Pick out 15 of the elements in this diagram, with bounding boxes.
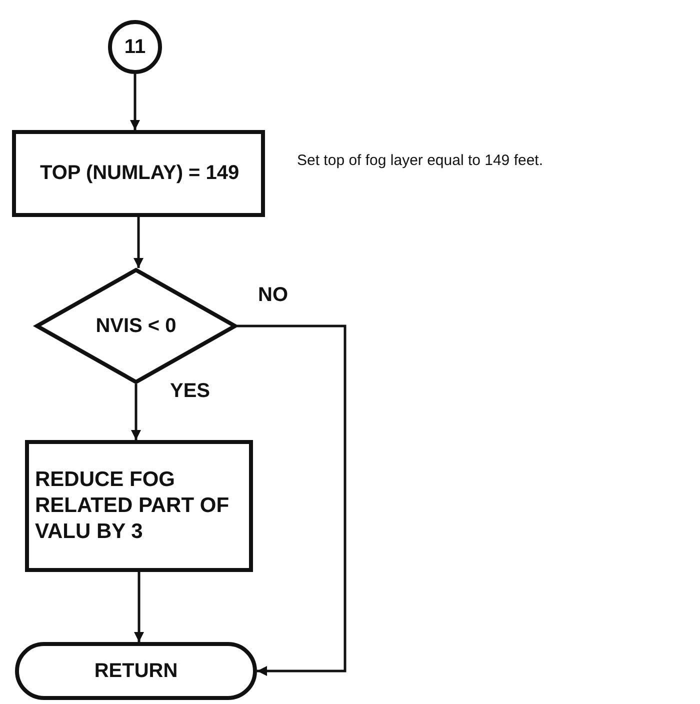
- decision-diamond: [35, 268, 237, 384]
- process-box: [25, 440, 253, 572]
- connector-circle: [108, 20, 162, 74]
- node-text: NVIS < 0: [96, 314, 176, 338]
- annotation-text: Set top of fog layer equal to 149 feet.: [297, 152, 544, 169]
- arrow: [237, 324, 346, 676]
- node-text: TOP (NUMLAY) = 149: [40, 161, 240, 186]
- process-box: [12, 130, 265, 217]
- arrow: [130, 74, 140, 130]
- arrow: [134, 217, 144, 268]
- node-text: RETURN: [94, 658, 178, 684]
- node-text: REDUCE FOG RELATED PART OF VALU BY 3: [35, 466, 230, 546]
- arrow: [134, 572, 144, 642]
- arrow: [131, 384, 141, 440]
- node-text: 11: [124, 34, 146, 60]
